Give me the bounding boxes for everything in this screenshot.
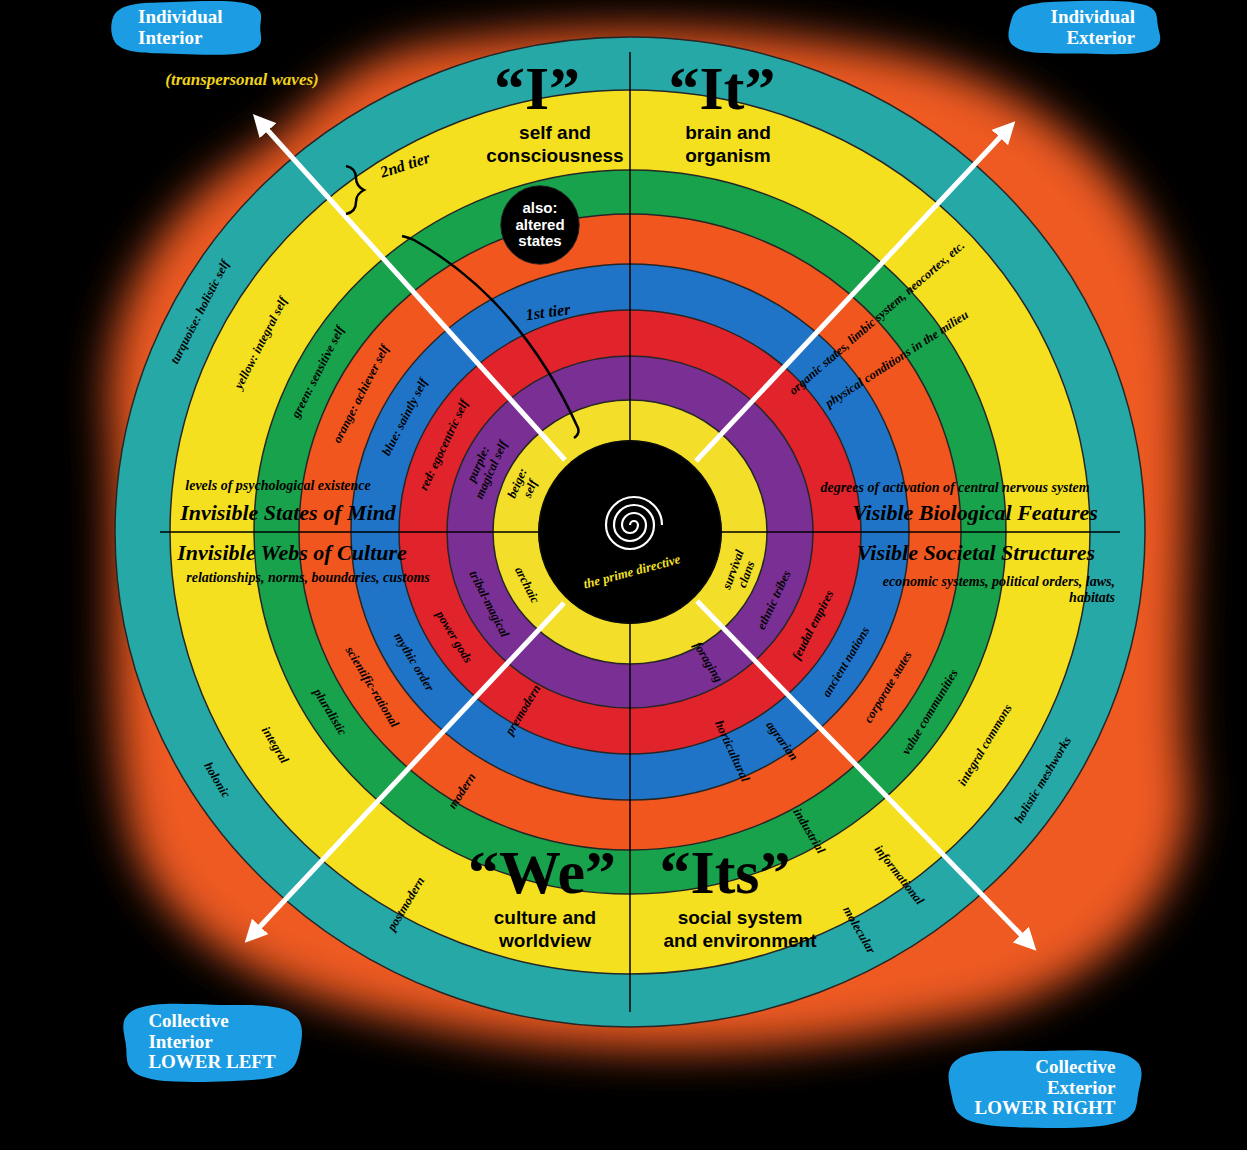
level-label: blue: saintly self bbox=[379, 376, 430, 458]
level-label: value communities bbox=[899, 667, 961, 757]
level-label: modern bbox=[445, 770, 479, 811]
quadrant-note: economic systems, political orders, laws… bbox=[865, 574, 1115, 606]
quadrant-blob: Individual Exterior bbox=[1009, 1, 1161, 55]
level-label: horticultural bbox=[711, 718, 752, 784]
level-label: holonic bbox=[201, 760, 233, 801]
level-label: feudal empires bbox=[789, 588, 836, 662]
quadrant-note: relationships, norms, boundaries, custom… bbox=[186, 570, 430, 586]
wave-note: (transpersonal waves) bbox=[165, 71, 318, 90]
center-circle: the prime directive bbox=[538, 440, 722, 624]
quadrant-pronoun: “I” bbox=[494, 57, 580, 119]
tier-brace bbox=[346, 166, 364, 214]
orange-glow bbox=[109, 29, 1190, 1049]
level-label: pluralistic bbox=[311, 686, 350, 738]
quadrant-pronoun: “It” bbox=[669, 57, 776, 119]
level-label: postmodern bbox=[385, 875, 428, 934]
node-label: Individual Exterior bbox=[1035, 7, 1135, 49]
level-label: mythic order bbox=[391, 630, 437, 694]
circle-outline bbox=[501, 186, 579, 264]
level-label: integral bbox=[259, 724, 292, 766]
level-label: foraging bbox=[690, 639, 725, 685]
spiral bbox=[606, 497, 662, 549]
level-label: scientific-rational bbox=[342, 644, 402, 730]
level-label: physical conditions in the milieu bbox=[823, 307, 971, 410]
level-label: survival clans bbox=[716, 539, 764, 605]
quadrant-heading: Invisible Webs of Culture bbox=[177, 541, 407, 565]
circle-outline bbox=[539, 441, 721, 623]
node-label: also: altered states bbox=[508, 200, 572, 250]
tier-bracket bbox=[402, 236, 579, 438]
level-label: ethnic tribes bbox=[754, 568, 794, 632]
quadrant-title: social system and environment bbox=[661, 907, 819, 953]
level-label: holistic meshworks bbox=[1011, 734, 1074, 826]
node-label: LOWER RIGHT bbox=[975, 1098, 1116, 1119]
level-label: yellow: integral self bbox=[231, 295, 290, 392]
quadrant-blob: Individual Interior bbox=[112, 1, 264, 55]
node-label: Collective Interior bbox=[148, 1011, 258, 1053]
level-label: industrial bbox=[790, 806, 828, 856]
level-label: archaic bbox=[512, 564, 543, 605]
blob-outline bbox=[1008, 1, 1160, 54]
node-label: LOWER LEFT bbox=[148, 1052, 275, 1073]
blob-outline bbox=[111, 1, 261, 55]
level-label: beige: self bbox=[502, 461, 546, 513]
turquoise-ring bbox=[115, 37, 1145, 1027]
quadrant-title: brain and organism bbox=[668, 122, 788, 168]
tier-label: 1st tier bbox=[525, 300, 572, 324]
level-label: corporate states bbox=[861, 649, 915, 726]
node-label: the prime directive bbox=[582, 552, 682, 592]
quadrant-blob: Collective InteriorLOWER LEFT bbox=[122, 1003, 301, 1082]
level-label: orange: achiever self bbox=[330, 343, 392, 446]
level-label: molecular bbox=[840, 904, 878, 956]
quadrant-title: culture and worldview bbox=[470, 907, 620, 953]
node-shape bbox=[538, 440, 722, 624]
level-label: tribal-magical bbox=[466, 569, 512, 640]
level-label: power gods bbox=[433, 609, 475, 666]
level-label: premodern bbox=[503, 682, 544, 738]
quadrant-pronoun: “Its” bbox=[660, 841, 791, 903]
tier-label: 2nd tier bbox=[378, 149, 432, 182]
quadrant-arrow bbox=[262, 124, 565, 460]
quadrant-heading: Visible Societal Structures bbox=[857, 541, 1095, 565]
level-label: turquoise: holistic self bbox=[168, 258, 233, 367]
state-circle: also: altered states bbox=[500, 185, 580, 265]
quadrant-arrow bbox=[696, 131, 1006, 461]
level-label: ancient nations bbox=[819, 624, 872, 700]
level-label: green: sensitive self bbox=[288, 324, 347, 421]
node-label: Collective Exterior bbox=[1005, 1057, 1115, 1099]
quadrant-title: self and consciousness bbox=[480, 122, 630, 168]
level-label: red: egocentric self bbox=[417, 397, 472, 492]
quadrant-pronoun: “We” bbox=[468, 841, 616, 903]
blob-outline bbox=[124, 1003, 303, 1081]
quadrant-note: levels of psychological existence bbox=[185, 478, 370, 494]
level-label: informational bbox=[871, 843, 926, 908]
level-label: integral commons bbox=[955, 702, 1015, 789]
quadrant-heading: Visible Biological Features bbox=[852, 501, 1098, 525]
quadrant-blob: Collective ExteriorLOWER RIGHT bbox=[949, 1049, 1142, 1128]
quadrant-note: degrees of activation of central nervous… bbox=[820, 480, 1089, 496]
blob-outline bbox=[948, 1050, 1141, 1128]
level-label: agrarian bbox=[763, 718, 801, 763]
node-label: Individual Interior bbox=[138, 7, 238, 49]
quadrant-heading: Invisible States of Mind bbox=[180, 501, 396, 525]
center-disc bbox=[538, 440, 722, 624]
